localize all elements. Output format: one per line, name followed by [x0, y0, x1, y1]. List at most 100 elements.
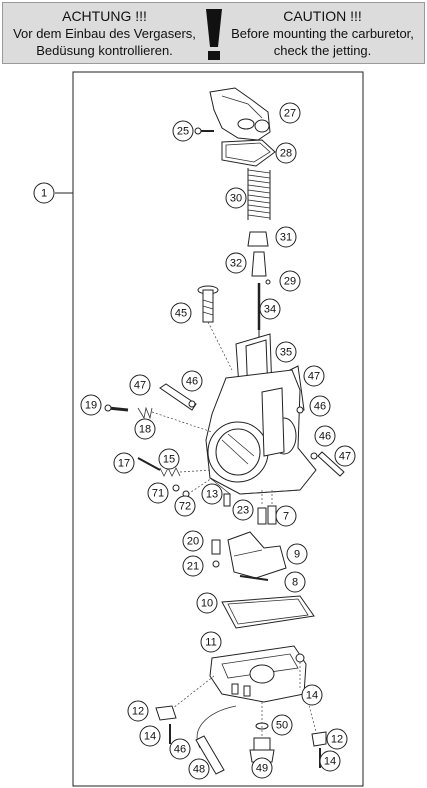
atomizer — [267, 505, 277, 525]
callout-number: 20 — [187, 536, 199, 548]
callout-number: 19 — [85, 400, 97, 412]
main-jet — [257, 507, 267, 525]
drain-plug — [249, 737, 275, 763]
callout-45: 45 — [170, 302, 192, 324]
warning-german-line1: Vor dem Einbau des Vergasers, — [13, 26, 196, 41]
hose-clamp-right — [296, 406, 304, 414]
callout-12: 12 — [127, 700, 149, 722]
callout-28: 28 — [275, 142, 297, 164]
callout-number: 25 — [177, 126, 189, 138]
callout-number: 47 — [308, 371, 320, 383]
callout-number: 48 — [193, 764, 205, 776]
warning-german-heading: ACHTUNG !!! — [62, 8, 147, 24]
callout-17: 17 — [113, 452, 135, 474]
vent-hose-left — [159, 383, 197, 411]
callout-30: 30 — [225, 187, 247, 209]
callout-number: 15 — [163, 454, 175, 466]
callout-number: 8 — [292, 577, 298, 589]
cable-bracket-left — [155, 705, 177, 721]
callout-number: 13 — [206, 489, 218, 501]
callout-71: 71 — [147, 482, 169, 504]
callout-29: 29 — [279, 270, 301, 292]
callout-27: 27 — [279, 102, 301, 124]
callout-number: 30 — [230, 193, 242, 205]
idle-jet-spring — [137, 457, 213, 477]
callout-1: 1 — [33, 182, 55, 204]
callout-48: 48 — [188, 758, 210, 780]
callout-11: 11 — [200, 631, 222, 653]
callout-number: 47 — [339, 451, 351, 463]
float-bowl — [209, 645, 307, 703]
hose-clamp-lower — [310, 452, 318, 460]
callout-47: 47 — [303, 365, 325, 387]
callout-number: 49 — [256, 763, 268, 775]
callout-9: 9 — [286, 543, 308, 565]
callout-number: 71 — [152, 488, 164, 500]
warning-english-heading: CAUTION !!! — [283, 8, 362, 24]
callout-number: 46 — [174, 744, 186, 756]
callout-number: 7 — [283, 511, 289, 523]
callout-number: 18 — [139, 424, 151, 436]
carburetor-top-cover — [209, 87, 271, 141]
callout-25: 25 — [172, 120, 194, 142]
warning-english-line2: check the jetting. — [273, 43, 372, 58]
callout-47: 47 — [129, 374, 151, 396]
callout-number: 72 — [179, 501, 191, 513]
callout-46: 46 — [181, 370, 203, 392]
callout-18: 18 — [134, 418, 156, 440]
needle-clip-holder — [251, 251, 267, 277]
callout-46: 46 — [169, 738, 191, 760]
cable-bracket-right — [311, 731, 327, 747]
callout-50: 50 — [271, 714, 293, 736]
idle-adjust-screw — [197, 285, 233, 371]
callout-31: 31 — [275, 226, 297, 248]
callout-number: 17 — [118, 458, 130, 470]
callout-number: 45 — [175, 308, 187, 320]
callout-number: 46 — [314, 401, 326, 413]
air-screw-spring — [137, 406, 153, 420]
callout-number: 29 — [284, 276, 296, 288]
diagram-frame — [72, 71, 364, 787]
callout-23: 23 — [232, 499, 254, 521]
callout-32: 32 — [225, 252, 247, 274]
callout-number: 11 — [205, 637, 216, 649]
overflow-hose — [317, 451, 345, 477]
callout-12: 12 — [326, 728, 348, 750]
callout-46: 46 — [309, 395, 331, 417]
float-bowl-gasket — [221, 595, 315, 629]
needle-clip — [265, 279, 271, 285]
warning-german-line2: Bedüsung kontrollieren. — [36, 43, 173, 58]
pilot-jet — [223, 493, 231, 507]
callout-47: 47 — [334, 445, 356, 467]
callout-number: 10 — [201, 598, 213, 610]
callout-number: 27 — [284, 108, 296, 120]
callout-46: 46 — [314, 425, 336, 447]
callout-number: 14 — [144, 731, 156, 743]
callout-13: 13 — [201, 483, 223, 505]
callout-number: 50 — [276, 720, 288, 732]
callout-number: 46 — [319, 431, 331, 443]
callout-number: 21 — [187, 561, 199, 573]
callout-19: 19 — [80, 394, 102, 416]
seal-washer — [212, 560, 220, 568]
callout-number: 23 — [237, 505, 249, 517]
o-ring-71 — [172, 484, 180, 492]
callout-14: 14 — [301, 684, 323, 706]
float — [227, 531, 287, 579]
callout-72: 72 — [174, 495, 196, 517]
callout-number: 12 — [331, 734, 343, 746]
warning-german: ACHTUNG !!! Vor dem Einbau des Vergasers… — [7, 8, 202, 59]
float-pin — [239, 575, 269, 581]
callout-number: 14 — [306, 690, 318, 702]
callout-14: 14 — [319, 750, 341, 772]
air-screw — [104, 404, 129, 412]
cover-screw — [194, 127, 214, 135]
exclamation-icon — [206, 9, 222, 60]
callout-15: 15 — [158, 448, 180, 470]
callout-number: 47 — [134, 380, 146, 392]
callout-8: 8 — [284, 571, 306, 593]
callout-7: 7 — [275, 505, 297, 527]
callout-35: 35 — [275, 341, 297, 363]
warning-english: CAUTION !!! Before mounting the carburet… — [225, 8, 420, 59]
